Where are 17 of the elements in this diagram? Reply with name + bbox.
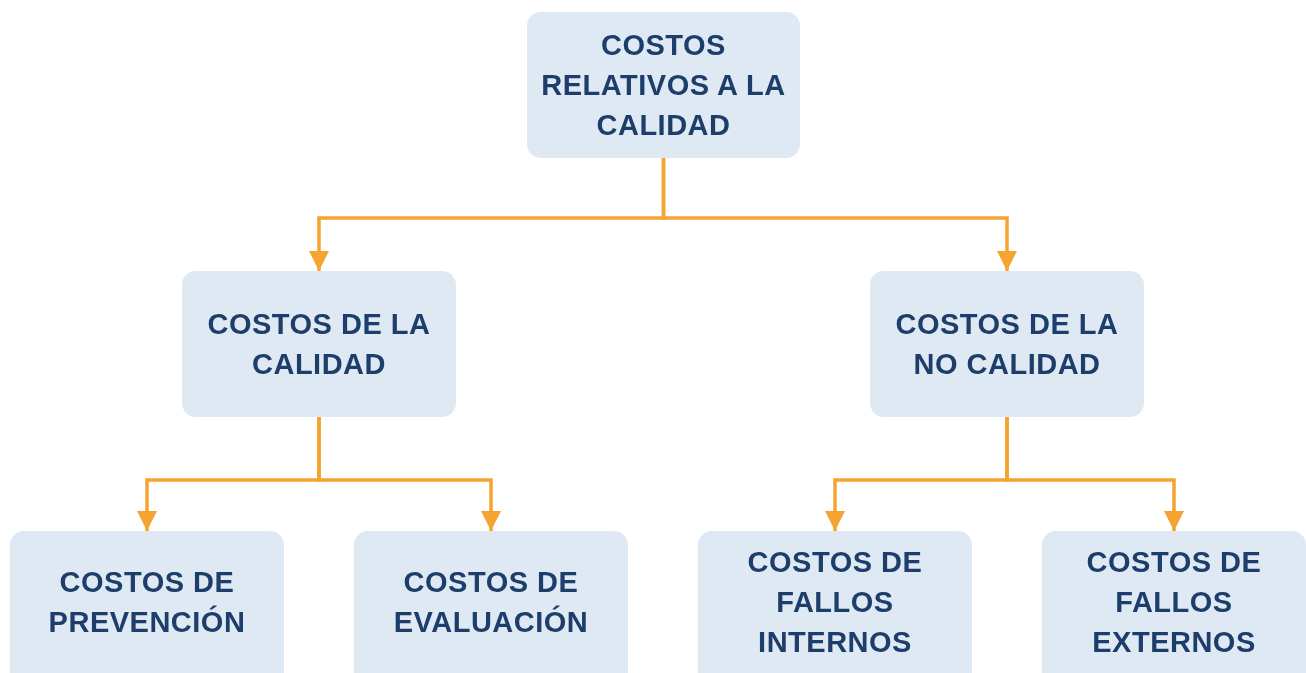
category-box — [527, 12, 800, 158]
connector-arrow — [317, 417, 501, 531]
box-label: COSTOS DE FALLOS INTERNOS — [746, 544, 924, 660]
box-label: COSTOS DE FALLOS EXTERNOS — [1085, 544, 1263, 660]
category-box — [870, 271, 1144, 417]
category-box — [1042, 531, 1306, 673]
category-box — [10, 531, 284, 673]
connector-arrow — [1005, 417, 1184, 531]
box-label: COSTOS RELATIVOS A LA CALIDAD — [540, 27, 787, 143]
category-box — [354, 531, 628, 673]
box-label: COSTOS DE LA CALIDAD — [206, 307, 432, 382]
box-label: COSTOS DE LA NO CALIDAD — [894, 307, 1120, 382]
category-box — [182, 271, 456, 417]
box-label: COSTOS DE PREVENCIÓN — [47, 565, 247, 640]
connector-arrow — [661, 158, 1017, 271]
box-label: COSTOS DE EVALUACIÓN — [392, 565, 590, 640]
category-box — [698, 531, 972, 673]
